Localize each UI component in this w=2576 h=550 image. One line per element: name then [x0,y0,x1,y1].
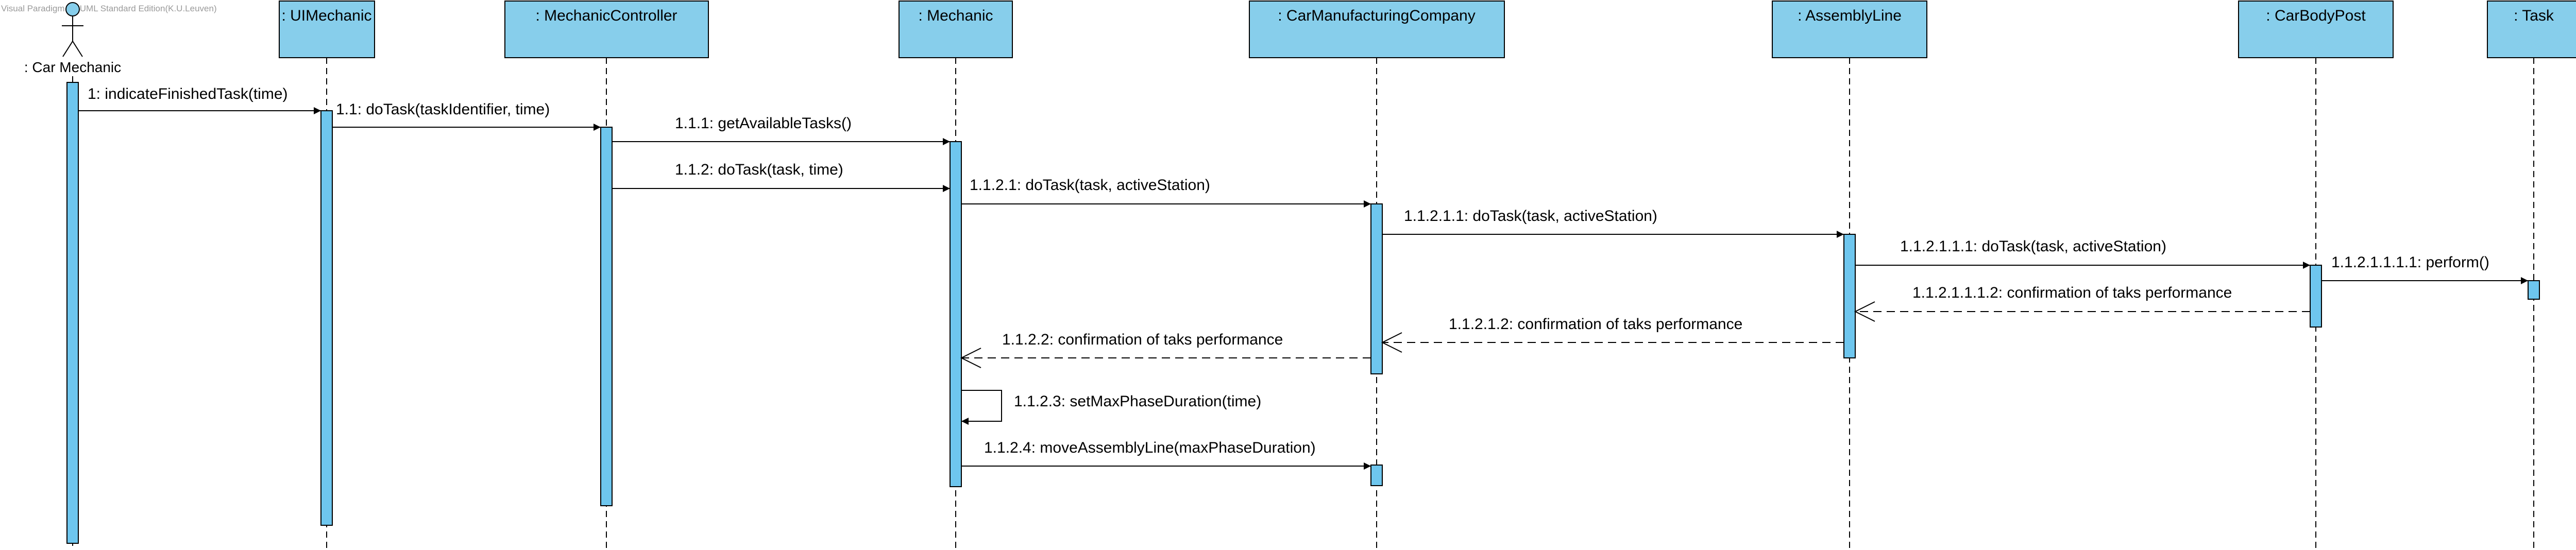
participant-car-manufacturing-company[interactable]: : CarManufacturingCompany [1249,1,1505,58]
message-1[interactable]: 1: indicateFinishedTask(time) [78,85,321,114]
activation-assembly-line [1843,234,1856,358]
actor-label: : Car Mechanic [24,59,121,75]
message-label: 1.1: doTask(taskIdentifier, time) [336,101,550,118]
message-1-1-2-1[interactable]: 1.1.2.1: doTask(task, activeStation) [961,177,1371,208]
message-label: 1.1.2.1.2: confirmation of taks performa… [1449,316,1742,333]
message-1-1-2-3[interactable]: 1.1.2.3: setMaxPhaseDuration(time) [961,390,1261,425]
participant-task[interactable]: : Task [2487,1,2576,58]
message-1-1-2-2[interactable]: 1.1.2.2: confirmation of taks performanc… [960,331,1371,368]
participant-box [1772,1,1927,58]
participant-mechanic[interactable]: : Mechanic [899,1,1013,58]
activation-car-manufacturing-company [1370,203,1383,374]
message-label: 1.1.2.1.1.1: doTask(task, activeStation) [1900,238,2166,255]
activation-car-manufacturing-company-2 [1370,465,1383,486]
message-arrowhead [1854,301,1875,322]
message-label: 1.1.2.3: setMaxPhaseDuration(time) [1014,393,1261,410]
message-label: 1.1.1: getAvailableTasks() [675,115,852,132]
message-1-1-1[interactable]: 1.1.1: getAvailableTasks() [612,115,950,145]
activation-car-body-post [2310,265,2322,328]
activation-ui-mechanic [320,110,333,526]
participant-box [2487,1,2576,58]
message-label: 1.1.2: doTask(task, time) [675,161,843,178]
message-label: 1.1.2.1: doTask(task, activeStation) [970,177,1210,194]
participant-label: : Mechanic [918,7,993,24]
message-1-1-2-1-1-1-1[interactable]: 1.1.2.1.1.1.1: perform() [2321,254,2528,284]
message-1-1-2-1-1-1-2[interactable]: 1.1.2.1.1.1.2: confirmation of taks perf… [1854,284,2310,322]
participant-label: : CarBodyPost [2266,7,2366,24]
actor-left-leg [62,41,73,57]
message-label: 1: indicateFinishedTask(time) [88,85,288,102]
participant-box [1249,1,1505,58]
message-1-1-2-1-2[interactable]: 1.1.2.1.2: confirmation of taks performa… [1381,316,1844,353]
participant-assembly-line[interactable]: : AssemblyLine [1772,1,1927,58]
activation-mechanic [950,141,962,487]
message-1-1[interactable]: 1.1: doTask(taskIdentifier, time) [332,101,601,131]
participant-box [899,1,1013,58]
message-arrowhead [960,348,981,368]
message-label: 1.1.2.1.1.1.2: confirmation of taks perf… [1912,284,2232,301]
participant-box [279,1,375,58]
message-label: 1.1.2.2: confirmation of taks performanc… [1002,331,1283,348]
participant-label: : MechanicController [535,7,677,24]
participant-label: : Task [2514,7,2554,24]
message-label: 1.1.2.1.1.1.1: perform() [2331,254,2489,271]
participant-label: : AssemblyLine [1798,7,1902,24]
message-1-1-2[interactable]: 1.1.2: doTask(task, time) [612,161,950,192]
participant-label: : CarManufacturingCompany [1278,7,1476,24]
watermark: Visual Paradigm for UML Standard Edition… [1,4,217,13]
message-1-1-2-1-1[interactable]: 1.1.2.1.1: doTask(task, activeStation) [1382,208,1844,238]
message-1-1-2-1-1-1[interactable]: 1.1.2.1.1.1: doTask(task, activeStation) [1855,238,2310,269]
message-arrow [961,390,1002,425]
actor-right-leg [72,41,83,57]
message-arrowhead [1381,332,1402,353]
participant-label: : UIMechanic [281,7,371,24]
message-label: 1.1.2.4: moveAssemblyLine(maxPhaseDurati… [984,439,1316,456]
participant-car-body-post[interactable]: : CarBodyPost [2238,1,2394,58]
message-label: 1.1.2.1.1: doTask(task, activeStation) [1404,208,1657,225]
actor-car-mechanic[interactable]: : Car Mechanic [24,2,121,75]
participant-mechanic-controller[interactable]: : MechanicController [504,1,709,58]
actor-head-icon [65,2,80,16]
activation-task [2528,280,2540,300]
message-1-1-2-4[interactable]: 1.1.2.4: moveAssemblyLine(maxPhaseDurati… [961,439,1371,470]
activation-mechanic-controller [600,127,613,506]
activation-actor [66,82,79,544]
participant-ui-mechanic[interactable]: : UIMechanic [279,1,375,58]
participant-box [2238,1,2394,58]
